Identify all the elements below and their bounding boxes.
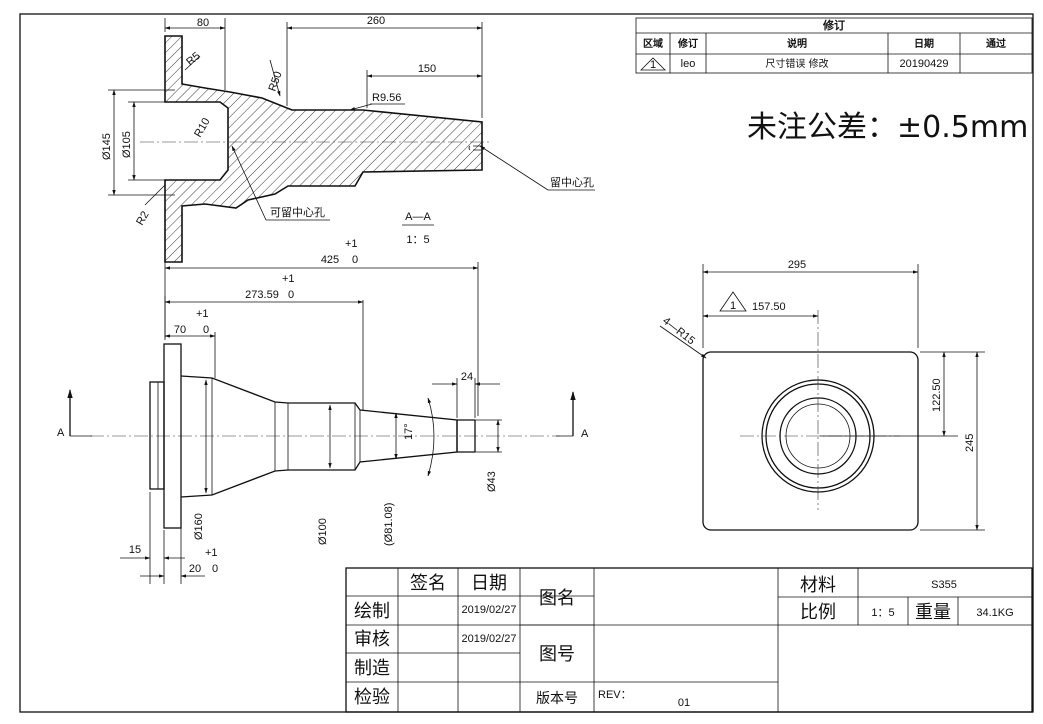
tb-row-check-label: 审核 bbox=[354, 629, 390, 650]
dim-273-tol-upper: +1 bbox=[282, 273, 295, 285]
dim-20: 20 bbox=[189, 563, 201, 575]
dim-70-tol-lower: 0 bbox=[203, 324, 209, 336]
dim-295: 295 bbox=[788, 259, 806, 271]
dim-425-tol-upper: +1 bbox=[345, 238, 358, 250]
callout-center-hole-keep: 留中心孔 bbox=[550, 176, 594, 189]
section-label: A—A bbox=[405, 211, 431, 223]
dim-phi105: Ø105 bbox=[121, 131, 133, 158]
dim-angle: 17° bbox=[403, 423, 415, 440]
dim-24: 24 bbox=[461, 371, 473, 383]
dim-70-tol-upper: +1 bbox=[196, 308, 209, 320]
tb-scale-label: 比例 bbox=[800, 602, 836, 623]
section-hatch-body bbox=[164, 35, 483, 263]
rev-header-approved: 通过 bbox=[986, 37, 1006, 50]
dim-157: 157.50 bbox=[752, 301, 786, 313]
dim-20-tol-upper: +1 bbox=[205, 547, 218, 559]
rev-header-rev: 修订 bbox=[677, 37, 698, 50]
dim-273: 273.59 bbox=[245, 289, 279, 301]
tb-col-date: 日期 bbox=[471, 573, 507, 594]
tb-version-label: 版本号 bbox=[536, 691, 578, 707]
side-view: 295 1 157.50 4—R15 122.50 245 bbox=[659, 259, 985, 531]
tb-drawing-name-label: 图名 bbox=[539, 588, 575, 609]
dim-phi160: Ø160 bbox=[193, 513, 205, 540]
section-mark-left: A bbox=[57, 427, 65, 439]
section-view: 80 260 150 R5 R50 R9.56 R10 R2 Ø145 Ø105 bbox=[101, 15, 595, 263]
dim-20-tol-lower: 0 bbox=[212, 563, 218, 575]
tb-rev-label: REV： bbox=[598, 689, 632, 701]
tb-scale-value: 1：5 bbox=[871, 607, 894, 619]
dim-r2: R2 bbox=[134, 209, 151, 227]
dim-r5: R5 bbox=[184, 50, 202, 68]
dim-phi145: Ø145 bbox=[101, 133, 113, 160]
dim-r10: R10 bbox=[192, 116, 212, 139]
dim-phi8108: (Ø81.08) bbox=[383, 503, 395, 546]
dim-15: 15 bbox=[129, 544, 141, 556]
svg-text:1: 1 bbox=[650, 59, 656, 71]
dim-425-tol-lower: 0 bbox=[352, 254, 358, 266]
dim-80: 80 bbox=[197, 17, 209, 29]
dim-r50: R50 bbox=[267, 70, 285, 93]
tb-row-inspect-label: 检验 bbox=[354, 687, 390, 708]
dim-273-tol-lower: 0 bbox=[288, 289, 294, 301]
tb-weight-label: 重量 bbox=[915, 602, 951, 623]
dim-425: 425 bbox=[321, 254, 339, 266]
rev-row-desc: 尺寸错误 修改 bbox=[765, 57, 828, 70]
tolerance-note: 未注公差：±0.5mm bbox=[747, 110, 1028, 145]
dim-12250: 122.50 bbox=[931, 378, 943, 412]
rev-header-date: 日期 bbox=[914, 37, 934, 50]
side-rev-triangle: 1 bbox=[719, 291, 747, 312]
dim-phi43: Ø43 bbox=[486, 471, 498, 492]
rev-header-desc: 说明 bbox=[787, 37, 807, 50]
svg-text:1: 1 bbox=[730, 300, 736, 312]
tb-drawing-no-label: 图号 bbox=[539, 644, 575, 665]
tb-row-draw-label: 绘制 bbox=[354, 601, 390, 622]
tb-row-make-label: 制造 bbox=[354, 658, 390, 679]
dim-phi100: Ø100 bbox=[317, 518, 329, 545]
dim-r956: R9.56 bbox=[372, 92, 401, 104]
tb-row-draw-date: 2019/02/27 bbox=[461, 604, 516, 616]
tb-col-sign: 签名 bbox=[410, 573, 446, 594]
revision-title: 修订 bbox=[822, 18, 845, 32]
rev-row-date: 20190429 bbox=[900, 58, 949, 70]
tb-row-check-date: 2019/02/27 bbox=[461, 633, 516, 645]
dim-r15: 4—R15 bbox=[660, 315, 697, 347]
dim-70: 70 bbox=[174, 324, 186, 336]
callout-center-hole-optional: 可留中心孔 bbox=[270, 206, 325, 219]
dim-260: 260 bbox=[367, 15, 385, 27]
revision-table: 修订 区域 修订 说明 日期 通过 1 leo 尺寸错误 修改 20190429 bbox=[635, 17, 1033, 74]
tb-rev-value: 01 bbox=[678, 697, 690, 709]
title-block: 签名 日期 绘制 2019/02/27 审核 2019/02/27 制造 检验 … bbox=[345, 567, 1033, 713]
section-scale: 1：5 bbox=[406, 234, 429, 246]
dim-245: 245 bbox=[964, 434, 976, 452]
rev-row-rev: leo bbox=[681, 58, 696, 70]
rev-header-zone: 区域 bbox=[643, 37, 663, 50]
dim-150: 150 bbox=[418, 63, 436, 75]
section-mark-right: A bbox=[581, 428, 589, 440]
front-view: A A 425 +1 0 273.59 +1 0 70 +1 0 24 bbox=[57, 238, 589, 584]
rev-zone-triangle: 1 bbox=[640, 57, 666, 71]
tb-material-label: 材料 bbox=[800, 575, 836, 596]
tb-material-value: S355 bbox=[931, 579, 957, 591]
tb-weight-value: 34.1KG bbox=[976, 607, 1013, 619]
